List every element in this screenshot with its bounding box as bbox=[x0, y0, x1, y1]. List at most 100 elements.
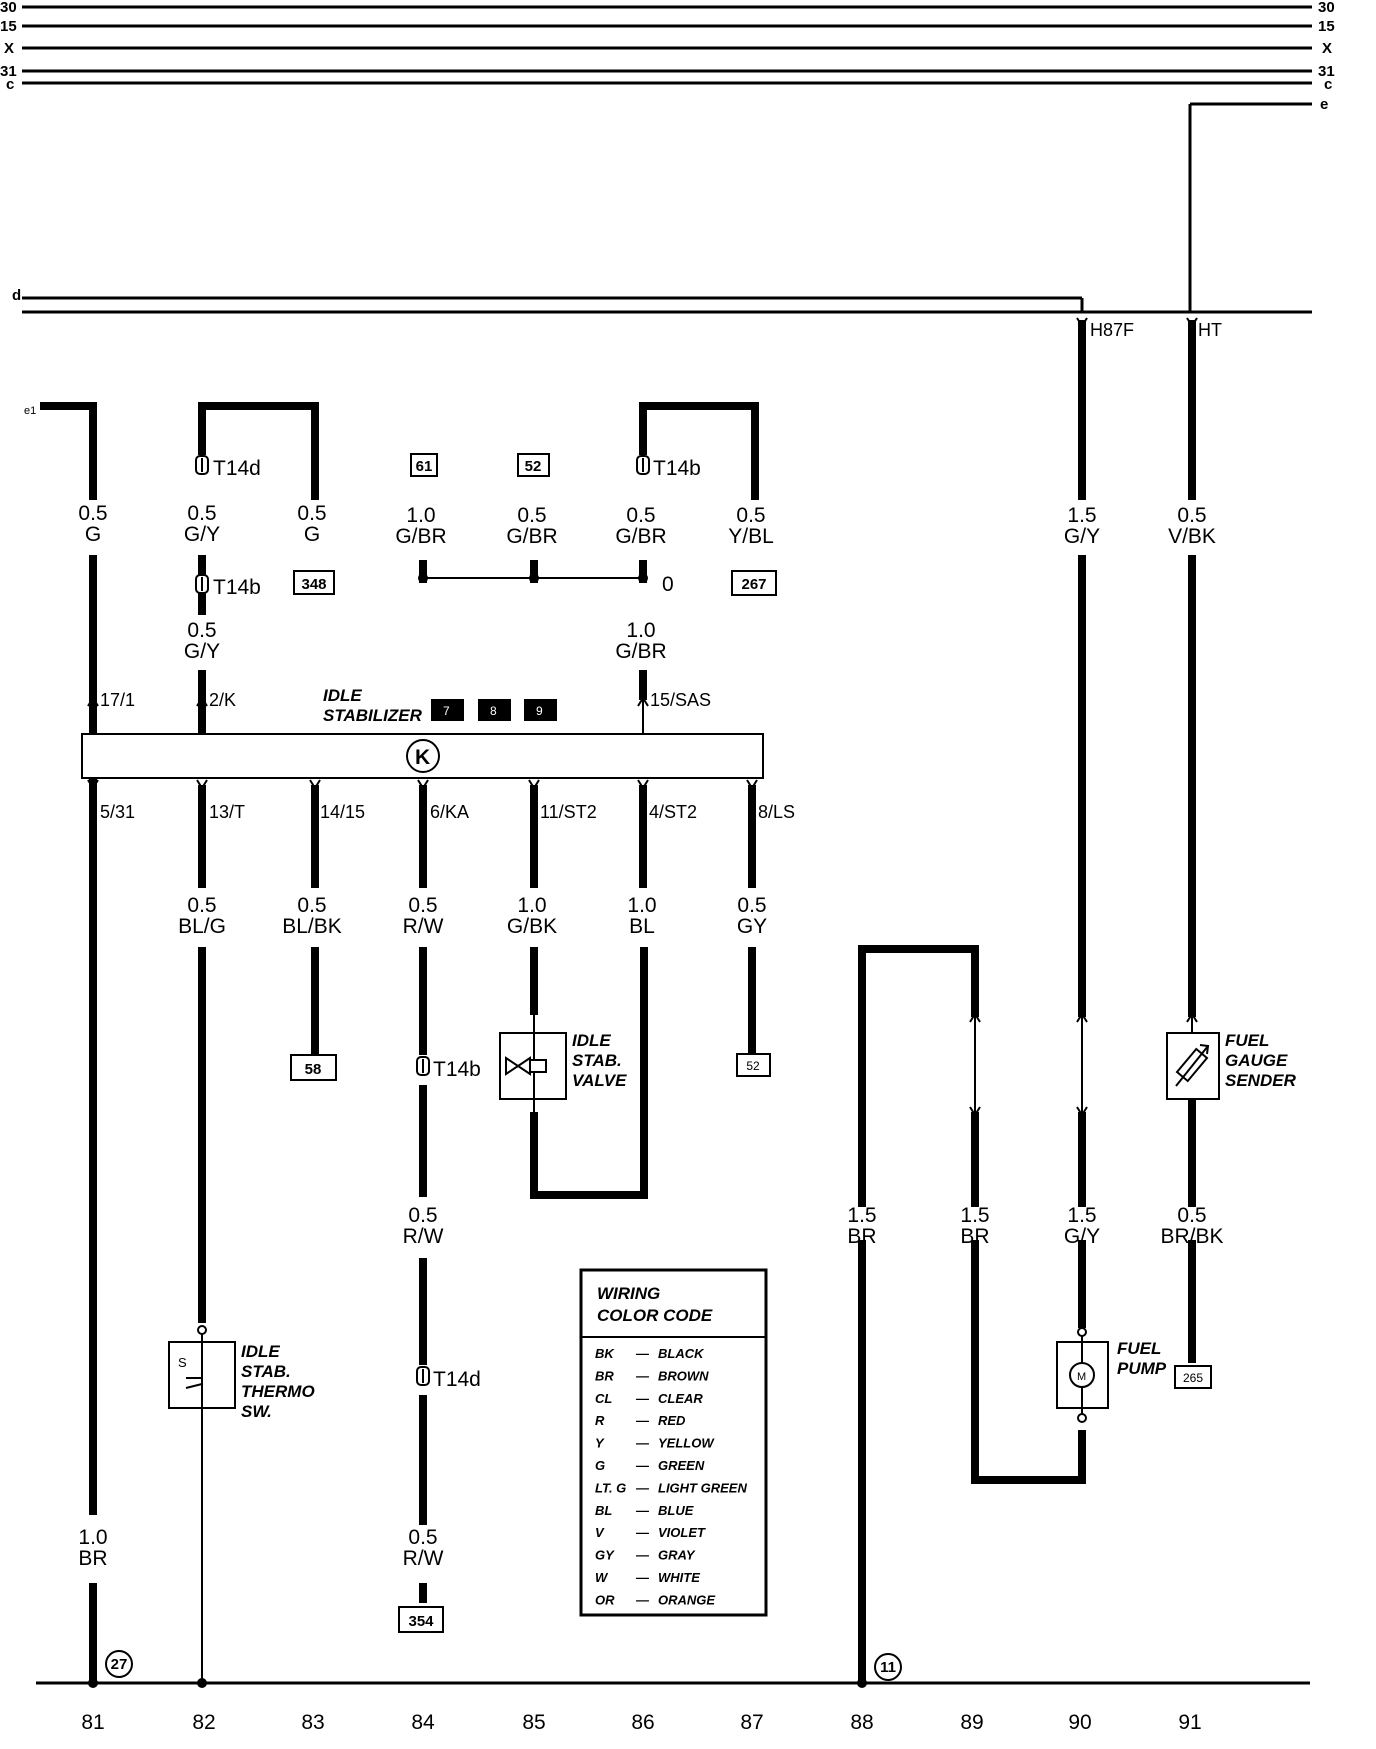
legend-code: W bbox=[595, 1570, 609, 1585]
connectors: T14d T14b T14b T14b T14d 0 bbox=[195, 455, 701, 1391]
legend-color-name: RED bbox=[658, 1413, 686, 1428]
legend-dash: — bbox=[635, 1503, 650, 1518]
column-number: 91 bbox=[1178, 1711, 1201, 1734]
wire-83-low-color: BL/BK bbox=[282, 915, 342, 938]
idle-stabilizer-box-2: 8 bbox=[490, 704, 497, 718]
control-unit-label: K bbox=[415, 746, 430, 769]
wire-82-mid-size: 0.5 bbox=[187, 619, 216, 642]
bus-label-right-c: c bbox=[1324, 76, 1332, 93]
thermo-switch-label-4: SW. bbox=[241, 1402, 272, 1421]
ground-27: 27 bbox=[105, 1650, 133, 1678]
connector-t14b-82: T14b bbox=[195, 574, 261, 599]
wire-86-low-color: BL bbox=[629, 915, 655, 938]
wire-86-low-size: 1.0 bbox=[627, 894, 656, 917]
bus-label-right-e: e bbox=[1320, 96, 1328, 113]
ref-box-61: 61 bbox=[410, 453, 438, 477]
wire-90-top-color: G/Y bbox=[1064, 525, 1100, 548]
pin-label-h87f: H87F bbox=[1090, 320, 1134, 340]
svg-text:267: 267 bbox=[741, 576, 766, 593]
thermo-switch-label-1: IDLE bbox=[241, 1342, 280, 1361]
bus-label-right-x: X bbox=[1322, 40, 1332, 57]
legend-code: R bbox=[595, 1413, 605, 1428]
svg-text:52: 52 bbox=[525, 458, 542, 475]
column-number: 85 bbox=[522, 1711, 545, 1734]
wire-labels: 0.5 G 0.5 G/Y 0.5 G 1.0 G/BR 0.5 G/BR 0.… bbox=[78, 502, 1223, 1570]
wire-83-low-size: 0.5 bbox=[297, 894, 326, 917]
ref-box-52-low: 52 bbox=[736, 1053, 771, 1077]
ground-11: 11 bbox=[874, 1653, 902, 1681]
legend-rows: BK—BLACKBR—BROWNCL—CLEARR—REDY—YELLOWG—G… bbox=[595, 1346, 747, 1607]
wire-91-top-color: V/BK bbox=[1168, 525, 1216, 548]
column-number: 82 bbox=[192, 1711, 215, 1734]
idle-stabilizer-box-1: 7 bbox=[443, 704, 450, 718]
legend-code: LT. G bbox=[595, 1480, 626, 1495]
legend-dash: — bbox=[635, 1368, 650, 1383]
legend-color-name: VIOLET bbox=[658, 1525, 706, 1540]
legend-dash: — bbox=[635, 1592, 650, 1607]
thick-wires bbox=[40, 320, 1196, 1683]
pin-label-11-st2: 11/ST2 bbox=[540, 802, 597, 822]
pin-label-ht: HT bbox=[1198, 320, 1222, 340]
idle-stabilizer-heading: IDLE STABILIZER 7 8 9 bbox=[323, 686, 557, 725]
wire-85-low-color: G/BK bbox=[507, 915, 557, 938]
fuel-gauge-sender: FUEL GAUGE SENDER bbox=[1166, 1031, 1297, 1100]
pin-label-4-st2: 4/ST2 bbox=[649, 802, 697, 822]
column-number: 88 bbox=[850, 1711, 873, 1734]
wire-87-low-color: GY bbox=[737, 915, 767, 938]
connector-t14b-86: T14b bbox=[636, 455, 701, 480]
wire-84-end-color: R/W bbox=[403, 1547, 444, 1570]
wire-83-top-size: 0.5 bbox=[297, 502, 326, 525]
legend-color-name: LIGHT GREEN bbox=[658, 1480, 747, 1495]
legend-dash: — bbox=[635, 1548, 650, 1563]
control-unit-k: K bbox=[81, 733, 764, 779]
wire-88-color: BR bbox=[847, 1225, 876, 1248]
pin-label-8-ls: 8/LS bbox=[758, 802, 795, 822]
idle-stabilizer-line1: IDLE bbox=[323, 686, 362, 705]
wire-84-low-size: 0.5 bbox=[408, 894, 437, 917]
legend-code: G bbox=[595, 1458, 605, 1473]
pin-label-2-k: 2/K bbox=[209, 690, 236, 710]
connector-t14d-84-label: T14d bbox=[433, 1368, 481, 1391]
fuel-pump-symbol: M bbox=[1077, 1371, 1086, 1383]
pin-label-13-t: 13/T bbox=[209, 802, 245, 822]
legend-color-name: BLUE bbox=[658, 1503, 694, 1518]
thermo-switch-label-3: THERMO bbox=[241, 1382, 315, 1401]
wire-85-top-color: G/BR bbox=[506, 525, 557, 548]
column-number: 84 bbox=[411, 1711, 435, 1734]
connector-t14b-82-label: T14b bbox=[213, 576, 261, 599]
reference-boxes: 348 61 52 267 58 52 354 265 bbox=[290, 453, 1212, 1633]
wire-84-top-color: G/BR bbox=[395, 525, 446, 548]
pin-label-5-31: 5/31 bbox=[100, 802, 135, 822]
legend-dash: — bbox=[635, 1458, 650, 1473]
bus-label-left-d: d bbox=[12, 287, 21, 304]
ref-box-354: 354 bbox=[398, 1606, 444, 1633]
legend-color-name: YELLOW bbox=[658, 1436, 715, 1451]
wire-89-size: 1.5 bbox=[960, 1204, 989, 1227]
wire-91-top-size: 0.5 bbox=[1177, 504, 1206, 527]
wire-87-top-size: 0.5 bbox=[736, 504, 765, 527]
bus-label-left-x: X bbox=[4, 40, 14, 57]
connector-t14b-86-label: T14b bbox=[653, 457, 701, 480]
legend-color-name: WHITE bbox=[658, 1570, 700, 1585]
connector-t14d-top-label: T14d bbox=[213, 457, 261, 480]
wire-90-top-size: 1.5 bbox=[1067, 504, 1096, 527]
column-number: 89 bbox=[960, 1711, 983, 1734]
fuel-gauge-sender-label-1: FUEL bbox=[1225, 1031, 1269, 1050]
wire-81-top-color: G bbox=[85, 523, 101, 546]
ref-box-58: 58 bbox=[290, 1054, 337, 1081]
wire-84-low-color: R/W bbox=[403, 915, 444, 938]
wire-84-end-size: 0.5 bbox=[408, 1526, 437, 1549]
svg-text:61: 61 bbox=[416, 458, 433, 475]
wire-91-bot-color: BR/BK bbox=[1160, 1225, 1223, 1248]
idle-stab-valve: IDLE STAB. VALVE bbox=[499, 1015, 627, 1112]
wire-81-bot-size: 1.0 bbox=[78, 1526, 107, 1549]
wire-86-top-size: 0.5 bbox=[626, 504, 655, 527]
ref-box-265: 265 bbox=[1174, 1365, 1212, 1389]
svg-text:58: 58 bbox=[305, 1061, 322, 1078]
column-number: 90 bbox=[1068, 1711, 1091, 1734]
wire-81-top-size: 0.5 bbox=[78, 502, 107, 525]
svg-text:348: 348 bbox=[301, 576, 326, 593]
idle-stabilizer-line2: STABILIZER bbox=[323, 706, 423, 725]
ref-box-52-top: 52 bbox=[517, 453, 550, 477]
